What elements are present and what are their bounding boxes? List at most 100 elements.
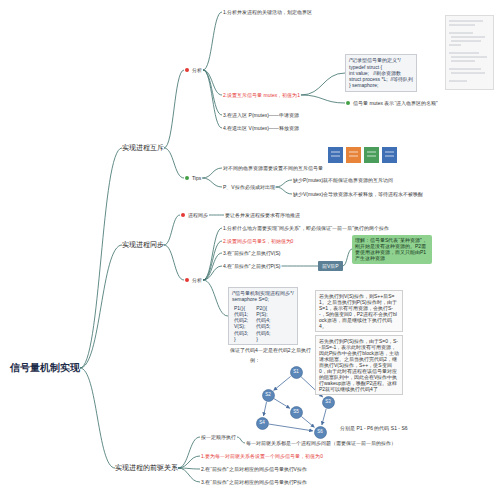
- branch-line: [164, 245, 184, 280]
- precedence-arrow: [274, 376, 291, 390]
- node-text: S5: [293, 409, 299, 415]
- precedence-arrow: [274, 399, 290, 409]
- branch-line: [237, 437, 245, 443]
- status-dot: [185, 68, 189, 72]
- process-circle: S3: [322, 396, 335, 409]
- node-text: semaphore S=0;: [232, 296, 294, 302]
- precedence-arrow: [322, 409, 326, 425]
- node-text: 代码4;: [256, 317, 270, 323]
- circle-shape: [290, 406, 302, 418]
- precedence-arrow: [269, 424, 313, 431]
- node-text: 分析: [192, 277, 202, 283]
- node-text: 实现进程的前驱关系: [115, 464, 178, 473]
- topic-item: 信号量 mutex 表示“进入临界区的名额”: [345, 99, 439, 107]
- branch-line: [80, 368, 115, 468]
- status-dot: [185, 176, 189, 180]
- precedence-arrow: [301, 416, 314, 427]
- code-column: P2(){P(S);代码4;代码5;代码6;}: [256, 305, 270, 343]
- explanation-box: 若先执行到V(S)操作，则S++后S=1。之后当执行到P(S)操作时，由于S=1…: [315, 290, 403, 332]
- node-text: S6: [317, 429, 323, 435]
- node-text: 实现进程同步: [122, 241, 164, 250]
- node-text: 实现进程互斥: [122, 144, 164, 153]
- node-text: P2(){: [256, 305, 270, 311]
- topic-item: 缺少P(mutex)就不能保证临界资源的互斥访问: [292, 176, 394, 184]
- key-step: 2.设置互斥信号量 mutex，初值为1: [222, 91, 301, 99]
- branch-line: [301, 73, 345, 95]
- node-text: 若先执行到V(S)操作，则S++后S=1。之后当执行到P(S)操作时，由于S=1…: [319, 293, 399, 329]
- node-text: 1.分析并发进程的关键活动，划定临界区: [223, 9, 312, 15]
- node-text: 缺少V(mutex)会导致资源永不被释放，等待进程永不被唤醒: [293, 191, 423, 197]
- branch-topic: 实现进程同步: [122, 241, 164, 250]
- circle-shape: [256, 417, 268, 429]
- node-text: int value; //剩余资源数: [349, 70, 413, 76]
- node-text: 对不同的临界资源需要设置不同的互斥信号量: [223, 165, 323, 171]
- key-step: 1.要为每一对前驱关系各设置一个同步信号量，初值为0: [200, 452, 324, 460]
- note-label: 保证了代码4一定是在代码2之后执行: [230, 347, 311, 353]
- branch-line: [178, 437, 200, 468]
- note-label: 例：: [250, 357, 260, 363]
- status-dot: [185, 278, 189, 282]
- circle-shape: [262, 389, 274, 401]
- topic-item: P、V操作必须成对出现: [222, 183, 276, 191]
- key-step: 2.设置同步信号量S，初始值为0: [222, 237, 294, 245]
- branch-line: [276, 187, 292, 194]
- explanation-box: 若先执行到P(S)操作，由于S=0，S--后S=-1，表示此时没有可用资源，因此…: [315, 335, 403, 395]
- branch-line: [203, 12, 222, 70]
- branch-line: [276, 180, 292, 187]
- branch-line: [203, 266, 222, 280]
- node-text: /*信号量机制实现进程同步*/: [232, 290, 294, 296]
- node-text: 缺少P(mutex)就不能保证临界资源的互斥访问: [293, 177, 393, 183]
- topic-item: 3.在“后操作”之前对相应的同步信号量执行P操作: [200, 478, 308, 486]
- node-text: 进程同步: [188, 212, 208, 218]
- node-text: 信号量机制实现: [10, 362, 80, 374]
- code-column: P1(){代码1;代码2;V(S);代码3;}: [234, 305, 248, 343]
- branch-line: [164, 70, 184, 148]
- node-text: 1.要为每一对前驱关系各设置一个同步信号量，初值为0: [201, 453, 323, 459]
- branch-line: [203, 280, 228, 316]
- node-text: P(S);: [256, 311, 270, 317]
- branch-topic: 实现进程的前驱关系: [115, 464, 178, 473]
- topic-item: 缺少V(mutex)会导致资源永不被释放，等待进程永不被唤醒: [292, 190, 424, 198]
- node-text: 要让各并发进程按要求有序地推进: [225, 212, 300, 218]
- node-text: }: [234, 336, 248, 342]
- code-thumbnail: [445, 15, 495, 91]
- branch-line: [343, 249, 352, 266]
- topic-item: 对不同的临界资源需要设置不同的互斥信号量: [222, 164, 324, 172]
- node-text: P、V操作必须成对出现: [223, 184, 275, 190]
- branch-topic: 实现进程互斥: [122, 144, 164, 153]
- resource-tiles: [328, 146, 398, 164]
- topic-item: 按一定顺序执行: [200, 433, 237, 441]
- branch-line: [203, 70, 222, 128]
- node-text: 分析: [192, 67, 202, 73]
- circle-shape: [314, 426, 326, 438]
- node-text: 1.分析什么地方需要实现“同步关系”，即必须保证“一前一后”执行的两个操作: [223, 225, 389, 231]
- node-text: 代码2;: [234, 317, 248, 323]
- node-text: typedef struct {: [349, 64, 413, 70]
- node-text: 前V后P: [322, 263, 339, 269]
- topic-item: Tips: [184, 174, 202, 182]
- topic-item: 1.分析并发进程的关键活动，划定临界区: [222, 8, 313, 16]
- branch-line: [202, 178, 222, 187]
- process-circle: S1: [290, 366, 303, 379]
- node-text: 理解：信号量S代表“某种资源”，刚开始是没有这种资源的。P2需要使用这种资源，而…: [355, 237, 429, 262]
- branch-line: [203, 70, 222, 115]
- node-text: 2.设置同步信号量S，初始值为0: [223, 238, 293, 244]
- node-text: struct process *L; //等待队列: [349, 76, 413, 82]
- node-text: 信号量 mutex 表示“进入临界区的名额”: [353, 100, 438, 106]
- process-circle: S2: [262, 389, 275, 402]
- node-text: 代码5;: [256, 323, 270, 329]
- node-text: S3: [325, 399, 331, 405]
- branch-line: [203, 241, 222, 280]
- note-callout: 理解：信号量S代表“某种资源”，刚开始是没有这种资源的。P2需要使用这种资源，而…: [352, 235, 432, 264]
- precedence-arrow: [264, 402, 267, 416]
- branch-line: [178, 468, 200, 482]
- status-dot: [181, 213, 185, 217]
- node-text: P1(){: [234, 305, 248, 311]
- node-text: 2.设置互斥信号量 mutex，初值为1: [223, 92, 300, 98]
- branch-line: [80, 245, 122, 368]
- node-text: V(S);: [234, 323, 248, 329]
- branch-line: [164, 148, 184, 178]
- node-text: } semaphore;: [349, 82, 413, 88]
- node-text: 若先执行到P(S)操作，由于S=0，S--后S=-1，表示此时没有可用资源，因此…: [319, 338, 399, 392]
- node-text: 按一定顺序执行: [201, 434, 236, 440]
